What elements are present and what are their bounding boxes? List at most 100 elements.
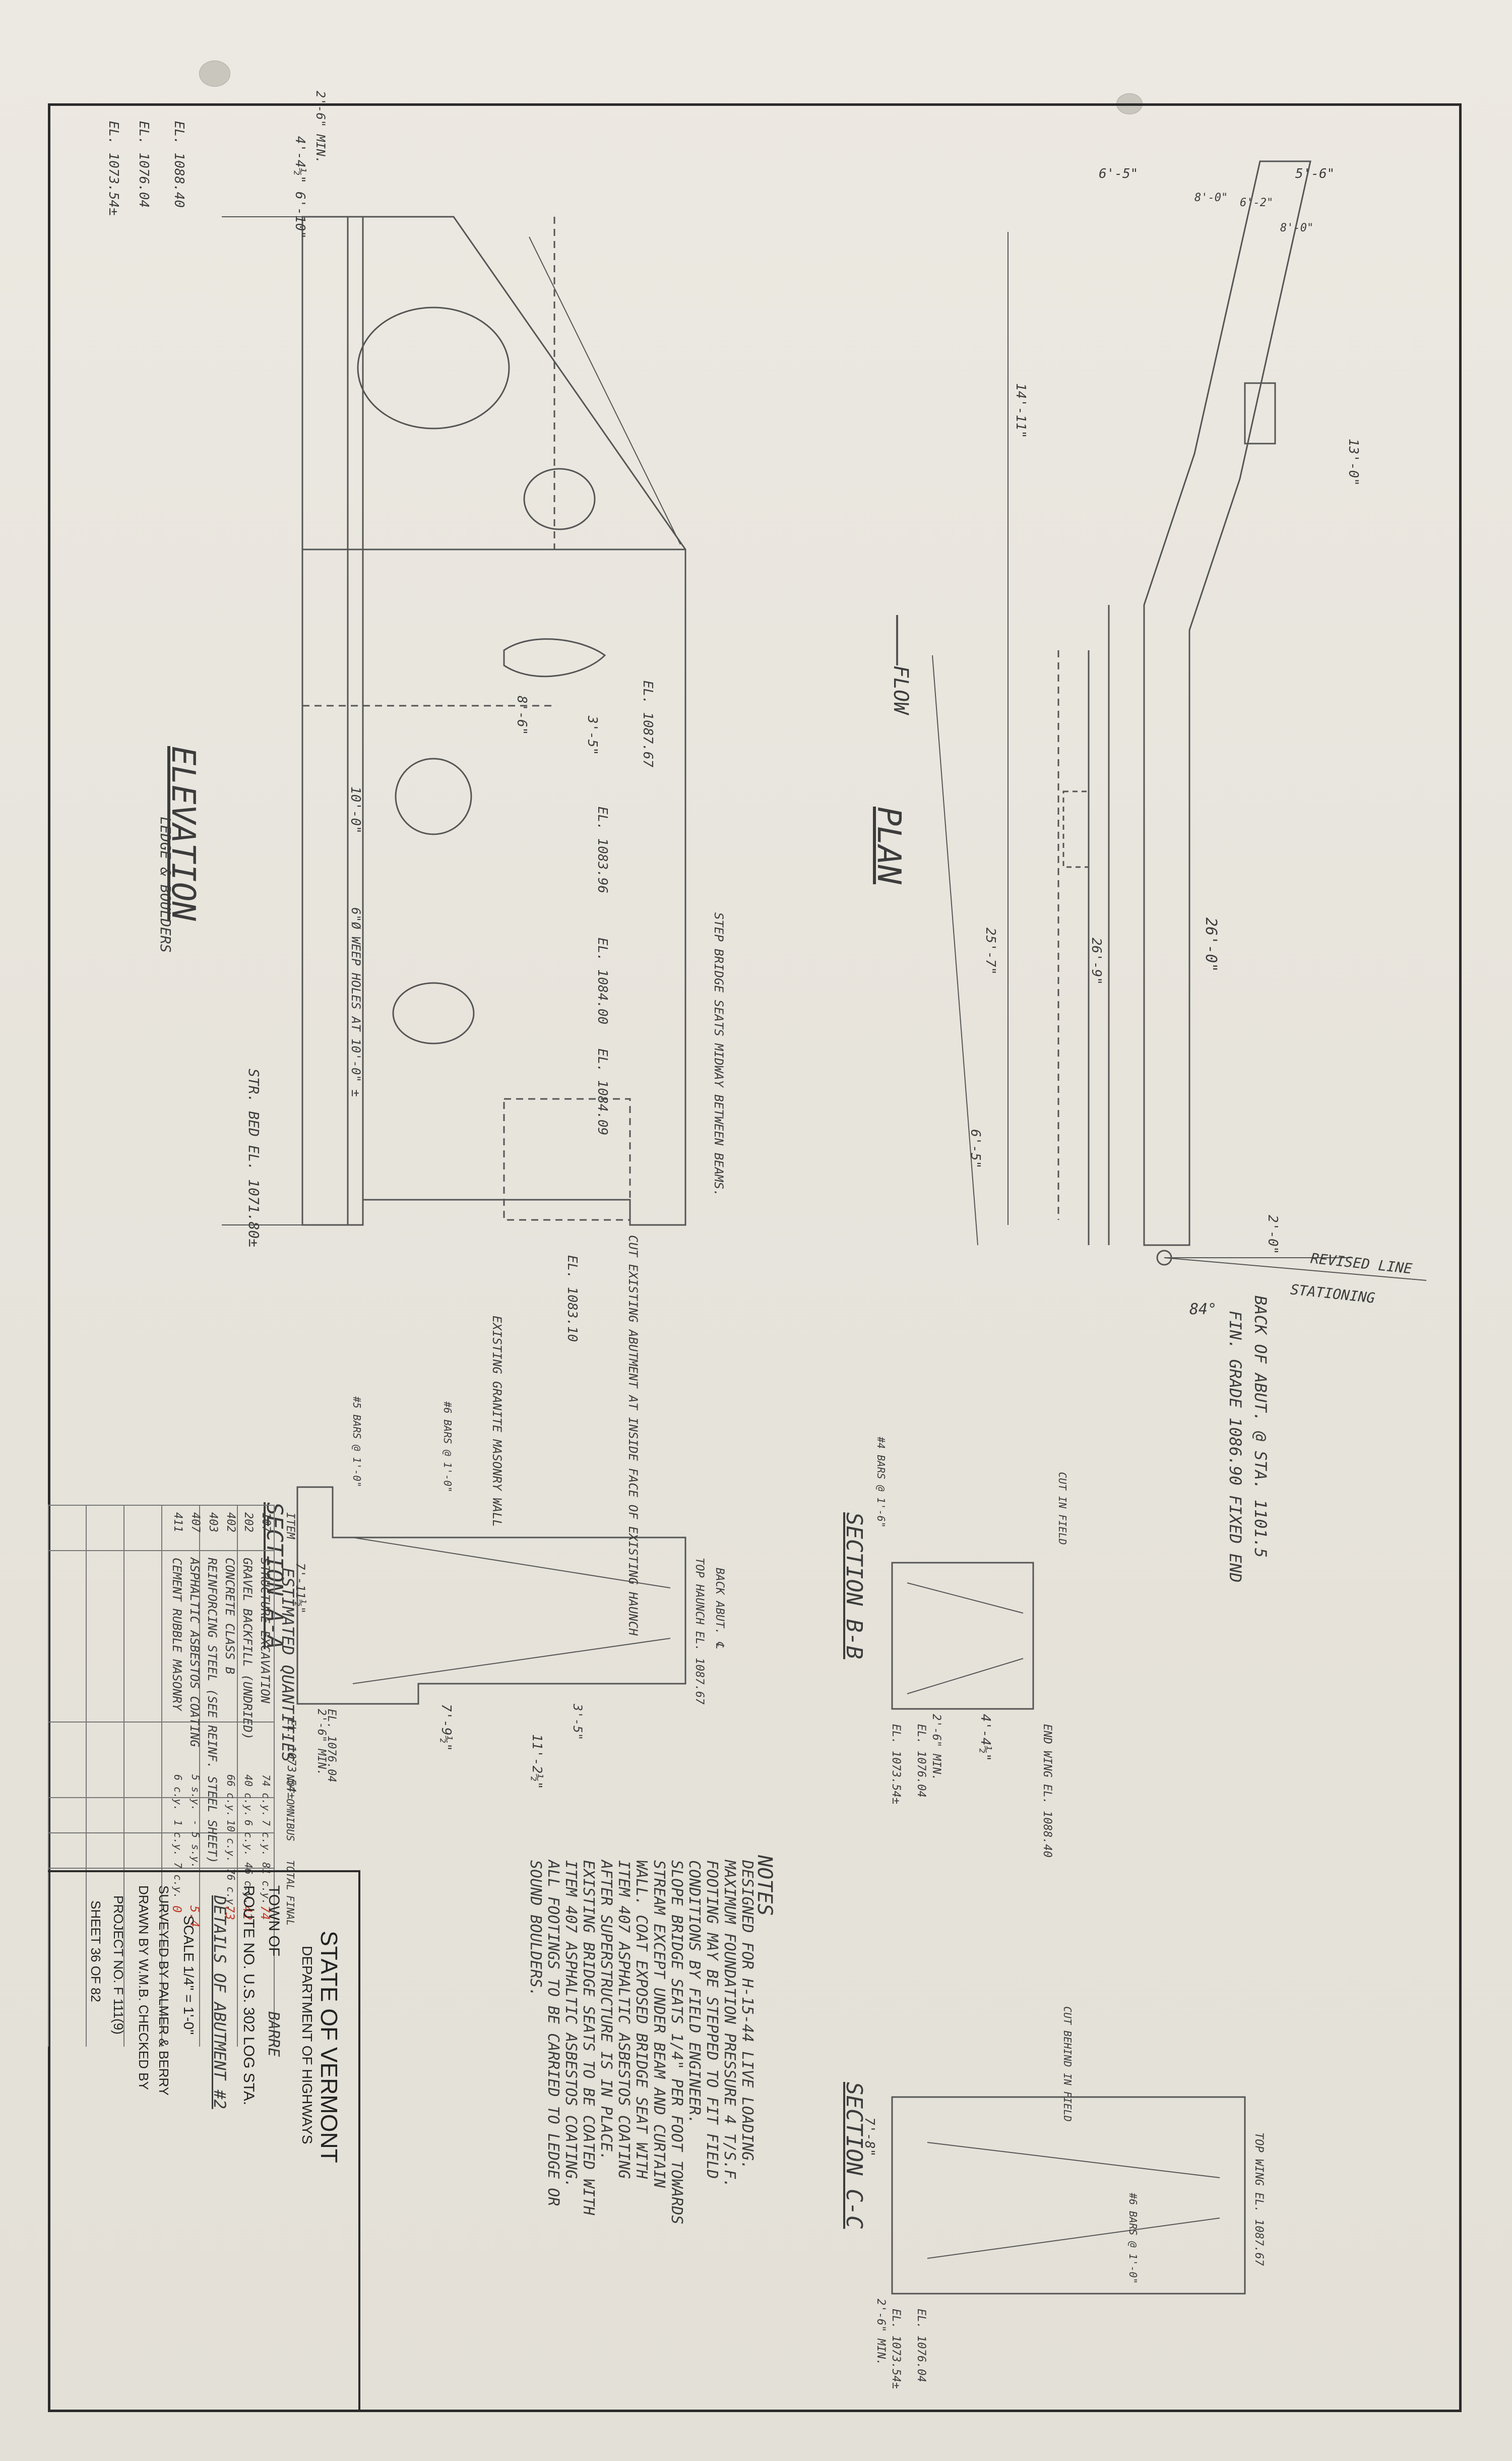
quantities-row-6-qty: 6 c.y. <box>172 1774 184 1811</box>
flow-label: FLOW <box>889 665 912 714</box>
quantities-row-1-desc: STRUCTURE EXCAVATION <box>258 1558 272 1703</box>
elevation-el-2: EL. 1076.04 <box>136 121 151 208</box>
plan-angle: 84° <box>1189 1301 1217 1318</box>
quantities-col-not-omnibus: NOT OMNIBUS <box>284 1774 296 1841</box>
elevation-step-note: STEP BRIDGE SEATS MIDWAY BETWEEN BEAMS. <box>712 912 726 1197</box>
notes-heading: NOTES <box>753 1855 776 1916</box>
quantities-row-3-qty: 66 c.y. <box>225 1774 237 1817</box>
plan-dim-5: 8'-0" <box>1280 222 1314 234</box>
notes-line-11: ITEM 407 ASPHALTIC ASBESTOS COATING. <box>562 1860 580 2188</box>
title-department: DEPARTMENT OF HIGHWAYS <box>299 1946 315 2144</box>
title-town-label: TOWN OF <box>266 1885 282 1957</box>
plan-dim-11: 6'-5" <box>968 1129 983 1169</box>
plan-fin-grade: FIN. GRADE 1086.90 FIXED END <box>1226 1311 1245 1583</box>
elevation-dim-3: 2'-6" MIN. <box>313 91 328 164</box>
quantities-row-4-desc: REINFORCING STEEL (SEE REINF. STEEL SHEE… <box>205 1558 219 1864</box>
section-aa-back-abut: BACK ABUT. ℄ <box>713 1568 726 1648</box>
title-project-no: PROJECT NO. F 111(9) <box>111 1895 126 2035</box>
elevation-dim-5: 8'-6" <box>514 696 529 735</box>
title-state: STATE OF VERMONT <box>316 1931 342 2163</box>
section-bb-el-3: END WING EL. 1088.40 <box>1041 1724 1053 1858</box>
section-cc-el-3: TOP WING EL. 1087.67 <box>1252 2132 1265 2266</box>
section-bb-dim-1: 4'-4½" <box>978 1714 993 1761</box>
section-cc-dim-2: 2'-6" MIN. <box>874 2299 887 2366</box>
plan-back-abut: BACK OF ABUT. @ STA. 1101.5 <box>1251 1296 1270 1558</box>
title-route: ROUTE NO. U.S. 302 LOG STA. <box>240 1885 257 2106</box>
notes-line-3: FOOTING MAY BE STEPPED TO FIT FIELD <box>703 1860 721 2179</box>
quantities-row-2-desc: GRAVEL BACKFILL (UNDRIED) <box>240 1558 255 1740</box>
notes-line-9: AFTER SUPERSTRUCTURE IS IN PLACE. <box>597 1860 615 2161</box>
plan-title: PLAN <box>870 807 907 885</box>
plan-dim-3: 8'-0" <box>1194 192 1228 204</box>
section-aa-el-3: TOP HAUNCH EL. 1087.67 <box>693 1558 706 1705</box>
elevation-el-5: EL. 1083.96 <box>595 807 610 894</box>
title-sheet: SHEET 36 OF 82 <box>88 1900 103 2002</box>
quantities-col-item: ITEM <box>284 1512 296 1539</box>
section-aa-dim-3: 11'-2½" <box>529 1734 544 1790</box>
notes-line-8: ITEM 407 ASPHALTIC ASBESTOS COATING <box>615 1860 633 2179</box>
section-bb-bar: #4 BARS @ 1'-6" <box>875 1437 887 1528</box>
elevation-weep-note: 6"Ø WEEP HOLES AT 10'-0" ± <box>349 907 363 1097</box>
quantities-table <box>48 1505 275 2047</box>
quantities-row-4-item: 403 <box>207 1512 219 1532</box>
notes-line-4: CONDITIONS BY FIELD ENGINEER. <box>685 1860 703 2124</box>
notes-line-12: ALL FOOTINGS TO BE CARRIED TO LEDGE OR <box>544 1860 562 2206</box>
section-bb-el-2: EL. 1076.04 <box>915 1724 927 1798</box>
plan-dim-12: 2'-0" <box>1265 1215 1280 1255</box>
section-aa-el-2: EL. 1076.04 <box>325 1709 338 1782</box>
plan-dim-9: 26'-9" <box>1089 938 1104 985</box>
quantities-row-3-item: 402 <box>224 1512 237 1532</box>
elevation-dim-1: 6'-10" <box>292 192 307 239</box>
section-cc-el-2: EL. 1076.04 <box>915 2309 927 2382</box>
quantities-row-1-item: 107 <box>260 1512 272 1532</box>
section-bb-el-1: EL. 1073.54± <box>890 1724 902 1804</box>
title-scale: SCALE 1/4" = 1'-0" <box>181 1916 197 2035</box>
elevation-el-8: EL. 1083.10 <box>564 1255 580 1342</box>
section-aa-bar-2: #5 BARS @ 1'-0" <box>351 1396 363 1488</box>
quantities-row-5-item: 407 <box>189 1512 202 1532</box>
quantities-row-2-item: 202 <box>242 1512 255 1532</box>
plan-dim-7: 14'-11" <box>1013 383 1028 439</box>
quantities-row-5-total: - 5 s.y. <box>190 1820 202 1869</box>
plan-dim-10: 26'-0" <box>1202 917 1220 972</box>
title-block <box>48 1870 360 2412</box>
elevation-dim-2: 4'-4½" <box>292 136 307 183</box>
title-surveyed-by: SURVEYED BY PALMER & BERRY <box>156 1885 171 2096</box>
elevation-str-bed-label: STR. BED EL. 1071.80± <box>245 1069 262 1248</box>
section-cc-dim-1: 7'-8" <box>862 2117 877 2157</box>
elevation-el-1: EL. 1088.40 <box>171 121 186 208</box>
notes-line-13: SOUND BOULDERS. <box>527 1860 544 1997</box>
section-bb-dim-2: 2'-6" MIN. <box>930 1714 942 1781</box>
section-aa-dim-4: 3'-5" <box>571 1704 585 1741</box>
notes-line-6: STREAM EXCEPT UNDER BEAM AND CURTAIN <box>650 1860 668 2188</box>
title-town-value: BARRE <box>265 2011 282 2057</box>
section-cc-bar: #6 BARS @ 1'-0" <box>1127 2193 1139 2284</box>
quantities-row-2-qty: 40 c.y. <box>242 1774 255 1817</box>
section-cc-cut: CUT BEHIND IN FIELD <box>1061 2006 1074 2122</box>
elevation-el-7: EL. 1084.09 <box>595 1049 610 1136</box>
title-drawn-by: DRAWN BY W.M.B. CHECKED BY <box>136 1885 151 2090</box>
notes-line-1: DESIGNED FOR H-15-44 LIVE LOADING. <box>738 1860 756 2170</box>
elevation-ledge-label: LEDGE & BOULDERS <box>157 817 174 953</box>
elevation-dim-4: 3'-5" <box>585 716 600 756</box>
quantities-row-6-item: 411 <box>171 1512 184 1532</box>
notes-line-2: MAXIMUM FOUNDATION PRESSURE 4 T/S.F. <box>721 1860 738 2188</box>
notes-line-10: EXISTING BRIDGE SEATS TO BE COATED WITH <box>580 1860 597 2216</box>
quantities-row-3-desc: CONCRETE CLASS B <box>223 1558 237 1675</box>
quantities-row-1-qty: 74 c.y. <box>260 1774 272 1817</box>
plan-dim-4: 6'-2" <box>1240 197 1274 209</box>
quantities-row-5-desc: ASPHALTIC ASBESTOS COATING <box>187 1558 202 1747</box>
punch-hole-left <box>199 60 230 87</box>
elevation-el-4: EL. 1087.67 <box>640 681 655 768</box>
elevation-el-6: EL. 1084.00 <box>595 938 610 1025</box>
title-drawing-name: DETAILS OF ABUTMENT #2 <box>210 1895 229 2109</box>
section-aa-dim-2: 7'-9½" <box>438 1704 454 1751</box>
quantities-row-6-desc: CEMENT RUBBLE MASONRY <box>170 1558 184 1711</box>
quantities-row-5-qty: 5 s.y. <box>190 1774 202 1811</box>
plan-dim-6: 13'-0" <box>1346 439 1361 486</box>
plan-dim-2: 5'-6" <box>1295 166 1335 181</box>
section-bb-title: SECTION B-B <box>841 1512 867 1659</box>
elevation-cut-note: CUT EXISTING ABUTMENT AT INSIDE FACE OF … <box>626 1235 640 1636</box>
